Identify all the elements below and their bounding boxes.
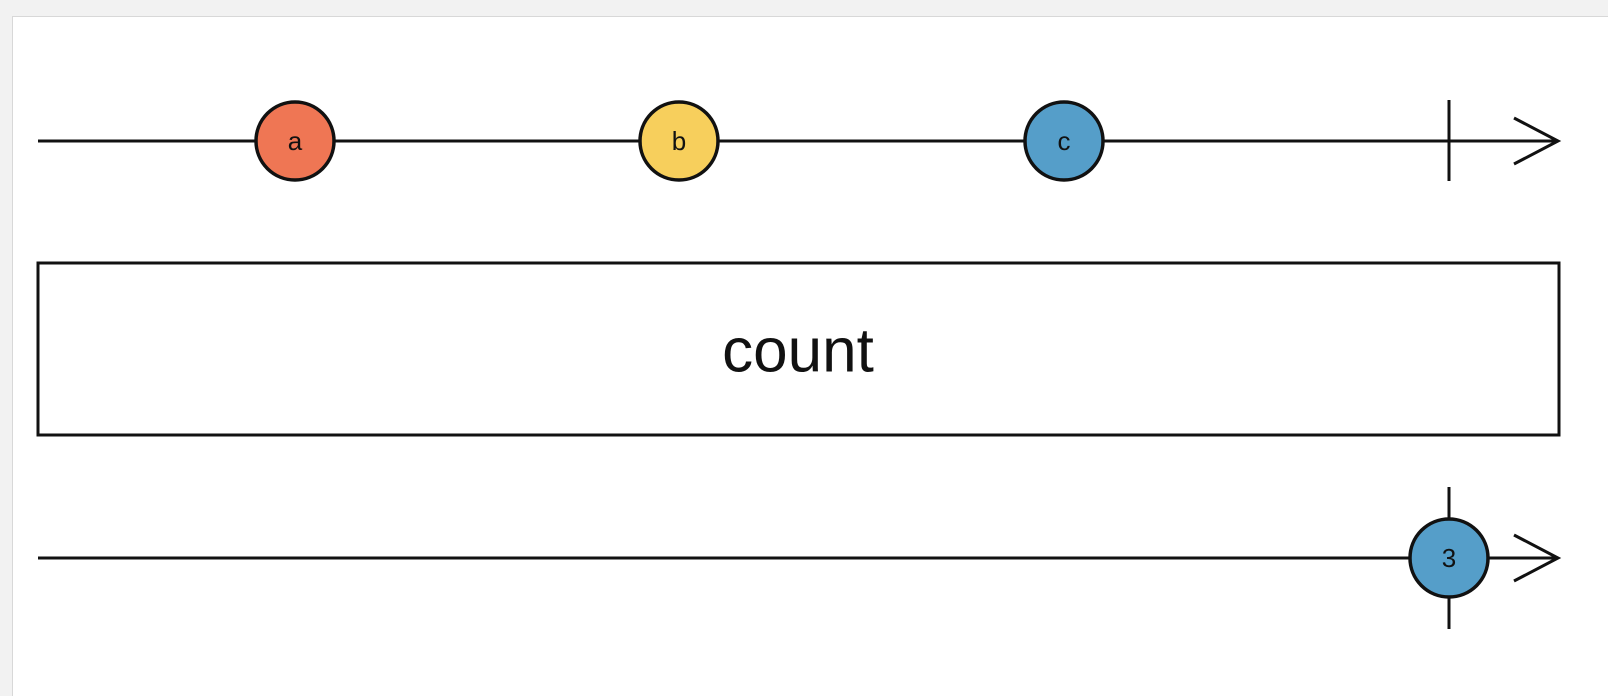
output-marble-circle [1408,517,1490,599]
input-marble-c: c [1023,100,1105,182]
input-marble-label: b [672,126,686,156]
input-marbles: a b c [254,100,1105,182]
output-marbles: 3 [1408,517,1490,599]
input-marble-label: c [1058,126,1071,156]
input-marble-label: a [288,126,303,156]
operator-box [36,261,1561,437]
output-marble-3: 3 [1408,517,1490,599]
input-marble-a: a [254,100,336,182]
operator: count [36,261,1561,437]
input-timeline: a b c [38,100,1562,182]
output-marble-label: 3 [1442,543,1456,573]
input-marble-circle [254,100,336,182]
output-timeline-arrow [1513,533,1562,583]
input-marble-b: b [638,100,720,182]
operator-label: count [722,317,874,386]
input-marble-circle [1023,100,1105,182]
output-timeline: 3 [38,487,1562,629]
input-marble-circle [638,100,720,182]
input-timeline-arrow [1513,116,1562,166]
